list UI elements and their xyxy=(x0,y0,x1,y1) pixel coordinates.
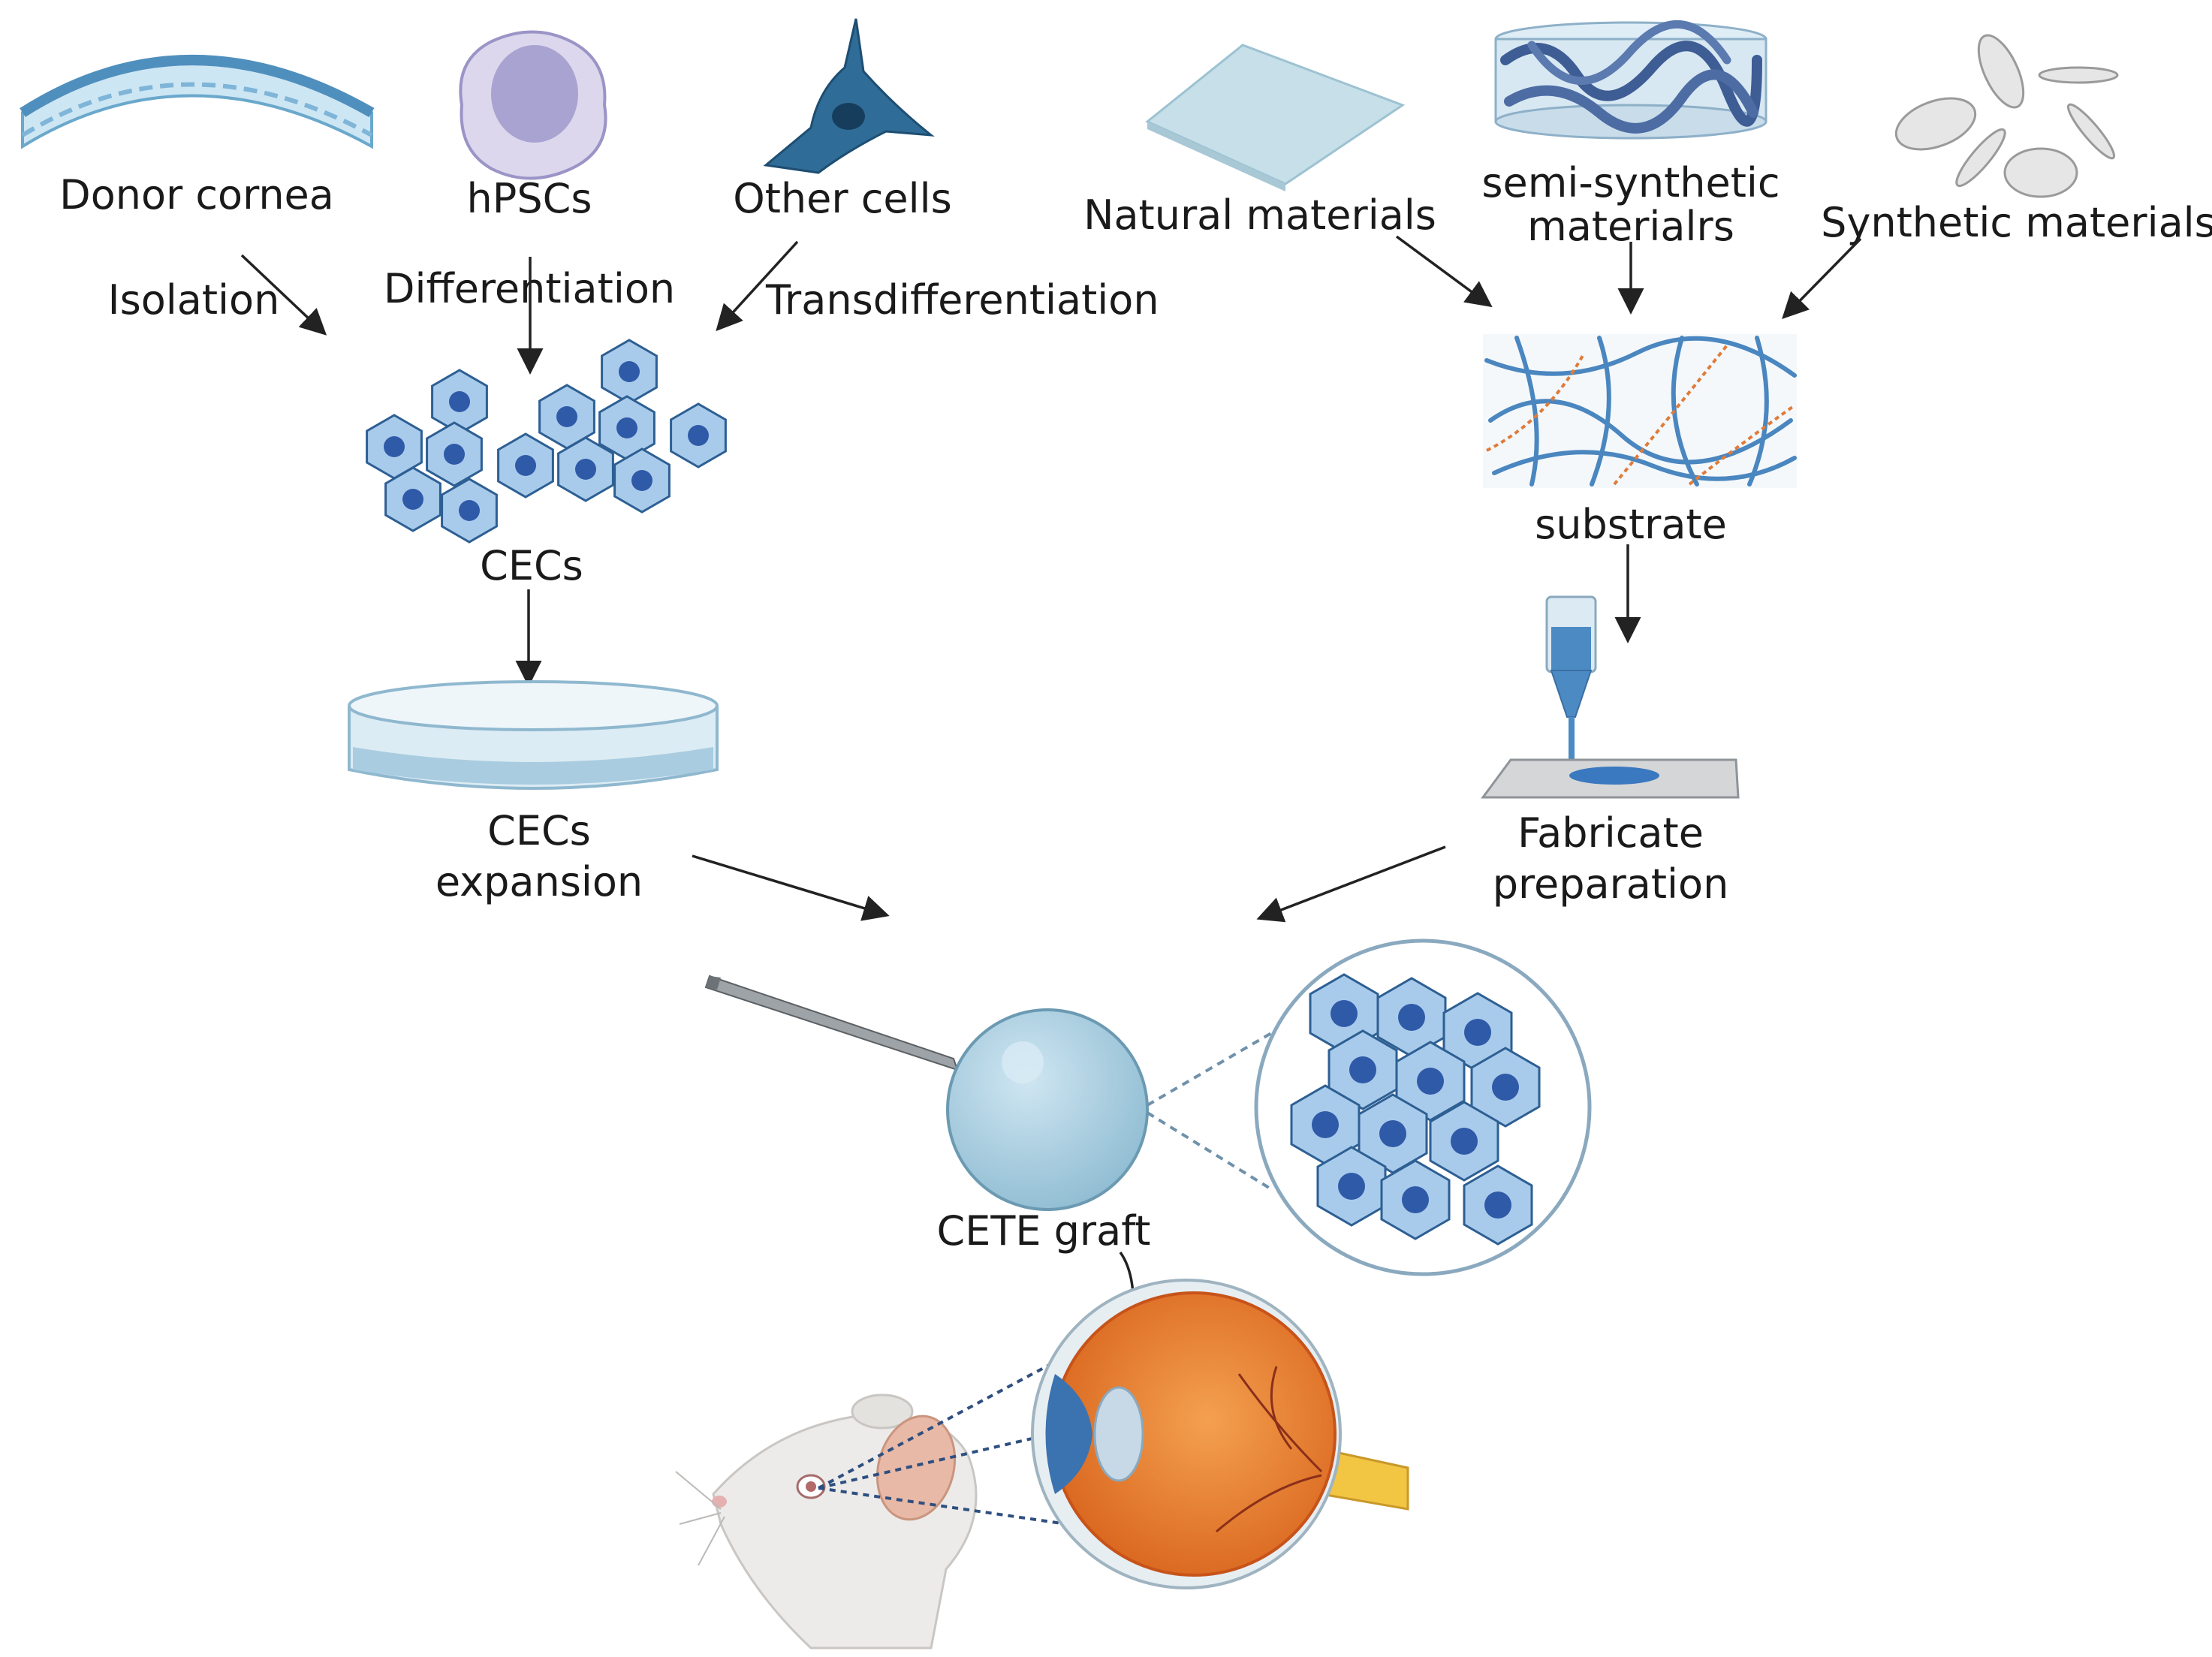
cell-nucleus xyxy=(556,406,577,427)
bioprinter-icon xyxy=(1481,595,1740,799)
expansion-to-graft-arrow xyxy=(692,854,890,921)
forceps-icon xyxy=(704,975,959,1071)
cell-nucleus xyxy=(444,444,465,465)
substrate-network-icon xyxy=(1483,334,1797,488)
other-cell-icon xyxy=(763,18,935,174)
natural-materials-icon xyxy=(1145,44,1406,191)
zoomed-cells-icon xyxy=(1290,973,1541,1246)
eye-cross-section-icon xyxy=(1031,1279,1409,1589)
synthetic-to-substrate-arrow xyxy=(1782,237,1862,319)
cell-nucleus xyxy=(575,459,596,480)
transdifferentiation-arrow xyxy=(716,240,799,332)
zoom-line-bottom xyxy=(1146,1111,1274,1192)
cell-nucleus xyxy=(1312,1111,1339,1138)
natural-to-substrate-arrow xyxy=(1395,235,1493,308)
donor-cornea-label: Donor cornea xyxy=(59,171,334,218)
donor-cornea-icon xyxy=(20,55,375,149)
fabricate-to-graft-arrow xyxy=(1256,845,1446,923)
cell-nucleus xyxy=(688,425,709,446)
transdifferentiation-label: Transdifferentiation xyxy=(765,276,1159,324)
cell-nucleus xyxy=(449,391,470,412)
isolation-arrow xyxy=(240,254,327,336)
cecs-label: CECs xyxy=(480,542,583,589)
cecs-expansion-label-line1: CECs xyxy=(487,807,591,854)
cell-nucleus xyxy=(616,417,637,438)
cell-nucleus xyxy=(631,470,652,491)
eye-zoom-line-3 xyxy=(818,1487,1093,1529)
cete-graft-label: CETE graft xyxy=(937,1207,1151,1255)
cell-nucleus xyxy=(1379,1120,1406,1147)
cell-nucleus xyxy=(384,436,405,457)
cell-nucleus xyxy=(1349,1056,1376,1083)
zoom-line-top xyxy=(1146,1031,1274,1107)
synthetic-materials-icon xyxy=(1894,34,2119,198)
natural-materials-label: Natural materials xyxy=(1083,191,1436,239)
mouse-head-icon xyxy=(675,1393,978,1649)
cell-nucleus xyxy=(1398,1004,1425,1031)
petri-dish-icon xyxy=(348,680,719,790)
cell-nucleus xyxy=(1331,1000,1358,1027)
cell-nucleus xyxy=(1484,1192,1511,1219)
cell-nucleus xyxy=(515,455,536,476)
other-cells-label: Other cells xyxy=(733,175,952,222)
cell-nucleus xyxy=(619,361,640,382)
eye-zoom-line-1 xyxy=(818,1342,1089,1490)
cell-nucleus xyxy=(402,489,423,510)
cell-nucleus xyxy=(1338,1173,1365,1200)
cell-nucleus xyxy=(1464,1019,1491,1046)
hpsc-icon xyxy=(459,30,607,180)
cell-nucleus xyxy=(459,500,480,521)
semi-synthetic-label-line1: semi-synthetic xyxy=(1481,159,1780,206)
hpscs-label: hPSCs xyxy=(467,175,592,222)
synthetic-materials-label: Synthetic materials xyxy=(1821,199,2212,246)
cell-nucleus xyxy=(1492,1074,1519,1101)
cell-nucleus xyxy=(1451,1128,1478,1155)
cete-graft-icon xyxy=(946,1008,1149,1211)
isolation-label: Isolation xyxy=(108,276,280,324)
cecs-expansion-label-line2: expansion xyxy=(435,858,643,905)
cell-nucleus xyxy=(1402,1186,1429,1213)
semi-synthetic-materials-icon xyxy=(1494,20,1767,140)
fabricate-label-line2: preparation xyxy=(1493,860,1729,908)
substrate-label: substrate xyxy=(1535,501,1727,548)
cell-nucleus xyxy=(1417,1068,1444,1095)
cec-cluster-icon xyxy=(366,339,727,544)
fabricate-label-line1: Fabricate xyxy=(1517,809,1704,857)
